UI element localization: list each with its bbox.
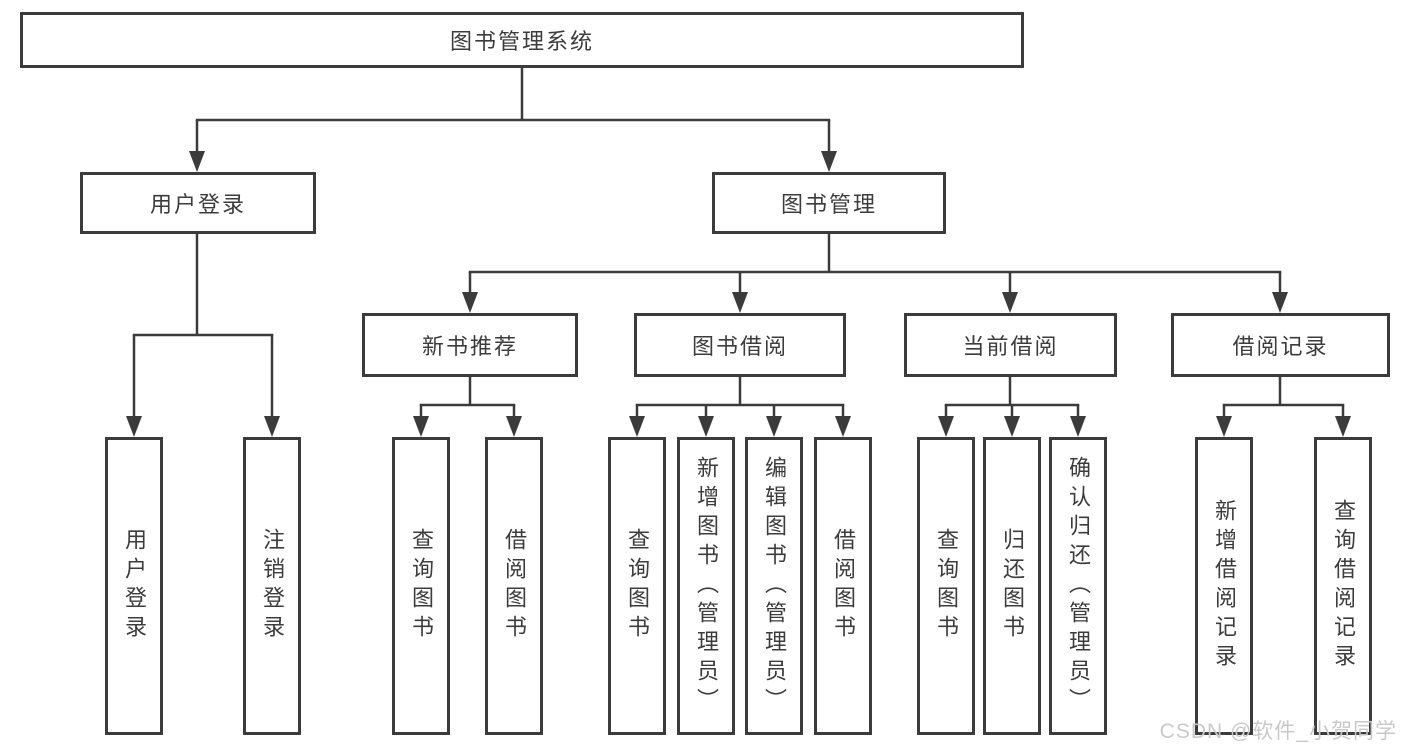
leaf-label: 查询图书 — [625, 528, 650, 644]
node-current-borrowing: 当前借阅 — [904, 313, 1117, 377]
leaf-user-login: 用户登录 — [105, 437, 163, 735]
leaf-add-book-admin: 新增图书（管理员） — [677, 437, 735, 735]
node-book-borrowing: 图书借阅 — [634, 313, 846, 377]
node-new-book-recommendation: 新书推荐 — [362, 313, 578, 377]
leaf-label: 查询图书 — [409, 528, 434, 644]
node-user-login: 用户登录 — [80, 172, 316, 234]
leaf-label: 用户登录 — [122, 528, 147, 644]
leaf-label: 归还图书 — [1000, 528, 1025, 644]
node-book-management: 图书管理 — [712, 172, 946, 234]
leaf-label: 新增借阅记录 — [1212, 499, 1237, 673]
leaf-label: 借阅图书 — [502, 528, 527, 644]
leaf-return-book: 归还图书 — [983, 437, 1041, 735]
node-library-management-system: 图书管理系统 — [20, 12, 1024, 68]
leaf-label: 新增图书（管理员） — [694, 455, 719, 717]
leaf-add-borrow-record: 新增借阅记录 — [1195, 437, 1253, 735]
leaf-query-book-recommend: 查询图书 — [392, 437, 450, 735]
node-borrowing-records: 借阅记录 — [1171, 313, 1390, 377]
leaf-query-book-current: 查询图书 — [917, 437, 975, 735]
leaf-label: 借阅图书 — [831, 528, 856, 644]
leaf-confirm-return-admin: 确认归还（管理员） — [1049, 437, 1107, 735]
leaf-query-borrow-record: 查询借阅记录 — [1314, 437, 1372, 735]
leaf-label: 查询图书 — [934, 528, 959, 644]
leaf-label: 查询借阅记录 — [1331, 499, 1356, 673]
leaf-logout: 注销登录 — [243, 437, 301, 735]
leaf-borrow-book-recommend: 借阅图书 — [485, 437, 543, 735]
leaf-label: 注销登录 — [260, 528, 285, 644]
leaf-label: 确认归还（管理员） — [1066, 455, 1091, 717]
csdn-watermark: CSDN @软件_小贺同学 — [1159, 720, 1397, 743]
leaf-query-book-borrowing: 查询图书 — [608, 437, 666, 735]
leaf-edit-book-admin: 编辑图书（管理员） — [745, 437, 803, 735]
leaf-label: 编辑图书（管理员） — [762, 455, 787, 717]
leaf-borrow-book-borrowing: 借阅图书 — [814, 437, 872, 735]
